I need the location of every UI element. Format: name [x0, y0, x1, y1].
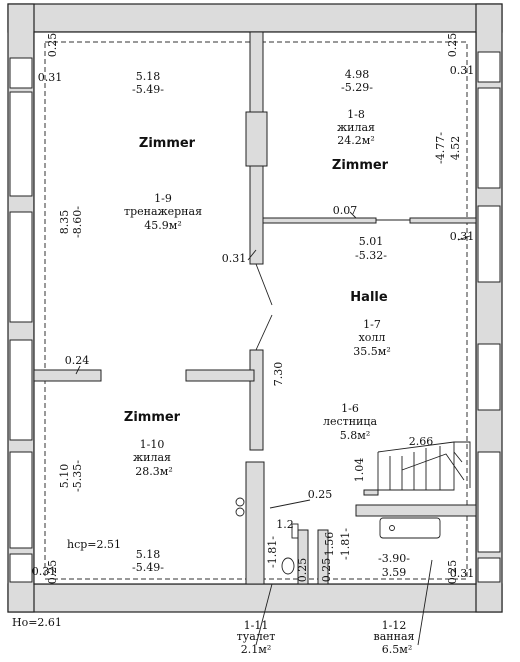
room-title: Halle	[350, 290, 388, 305]
room-name: жилая	[337, 121, 375, 134]
dim-label: 0.31	[32, 565, 57, 578]
room-1-7-label: Halle 1-7 холл 35.5м²	[350, 290, 390, 358]
room-name: лестница	[323, 415, 377, 428]
room-name: тренажерная	[124, 205, 202, 218]
room-id: 1-9	[154, 192, 172, 205]
dim-label: -1.81-	[266, 536, 279, 568]
leader-lines	[75, 211, 471, 646]
dim-label: 5.18	[136, 548, 161, 561]
dim-label: -8.60-	[71, 206, 84, 238]
dim-label: 1.2	[276, 518, 294, 531]
room-area: 28.3м²	[135, 465, 172, 478]
room-1-12-label: 1-12 ванная 6.5м²	[374, 619, 415, 656]
dimension-labels: 5.18 -5.49- 4.98 -5.29- 5.01 -5.32- 5.18…	[12, 64, 474, 629]
room-area: 5.8м²	[340, 429, 370, 442]
room-1-9-label: Zimmer 1-9 тренажерная 45.9м²	[124, 136, 202, 232]
dim-label: 0.25	[46, 33, 59, 58]
room-name: жилая	[133, 451, 171, 464]
dim-label: 0.25	[296, 558, 309, 583]
room-name: туалет	[237, 630, 276, 643]
dim-label: 0.31	[38, 71, 63, 84]
room-id: 1-7	[363, 318, 381, 331]
room-name: холл	[359, 331, 386, 344]
dim-label: 4.98	[345, 68, 370, 81]
room-id: 1-11	[244, 619, 269, 632]
dim-label: 0.24	[65, 354, 90, 367]
room-area: 6.5м²	[382, 643, 412, 656]
dim-label: 2.66	[409, 435, 434, 448]
dim-label: 7.30	[272, 362, 285, 387]
room-area: 35.5м²	[353, 345, 390, 358]
height-floor: Hо=2.61	[12, 616, 62, 629]
windows-left	[9, 57, 33, 583]
dim-label: -5.29-	[341, 81, 373, 94]
dim-label: 1.04	[353, 458, 366, 483]
room-area: 24.2м²	[337, 134, 374, 147]
dim-label: 0.25	[308, 488, 333, 501]
dim-label: -5.49-	[132, 561, 164, 574]
bath-fixture	[379, 517, 441, 539]
dim-label: 0.07	[333, 204, 358, 217]
toilet-fixture	[281, 523, 299, 575]
room-id: 1-10	[140, 438, 165, 451]
room-area: 45.9м²	[144, 219, 181, 232]
dim-label: 0.25	[46, 560, 59, 585]
dim-label: 1.56	[323, 532, 336, 557]
dim-label: -5.32-	[355, 249, 387, 262]
room-title: Zimmer	[124, 410, 181, 425]
room-title: Zimmer	[139, 136, 196, 151]
windows-right	[477, 51, 501, 583]
dim-label: 4.52	[449, 136, 462, 161]
dim-label: -4.77-	[434, 132, 447, 164]
door-swings	[235, 219, 410, 517]
room-id: 1-8	[347, 108, 365, 121]
room-1-8-label: 1-8 жилая 24.2м² Zimmer	[332, 108, 389, 173]
dim-label: 0.31	[450, 567, 475, 580]
height-clear: hср=2.51	[67, 538, 121, 551]
dim-label: 0.31	[222, 252, 247, 265]
staircase	[377, 441, 471, 491]
room-1-11-label: 1-11 туалет 2.1м²	[237, 619, 276, 656]
dim-label: 0.31	[450, 230, 475, 243]
dim-label: 5.01	[359, 235, 384, 248]
dim-label: 3.59	[382, 566, 407, 579]
room-name: ванная	[374, 630, 415, 643]
room-area: 2.1м²	[241, 643, 271, 656]
dim-label: -5.49-	[132, 83, 164, 96]
dim-label: 5.10	[58, 464, 71, 489]
dim-label: 8.35	[58, 210, 71, 235]
room-1-10-label: Zimmer 1-10 жилая 28.3м²	[124, 410, 181, 478]
room-1-6-label: 1-6 лестница 5.8м²	[323, 402, 377, 442]
rotated-dimension-labels: 0.25 0.25 8.35 -8.60- -4.77- 4.52 5.10 -…	[46, 33, 462, 585]
dim-label: 0.25	[446, 560, 459, 585]
partitions	[33, 31, 477, 585]
dim-label: 5.18	[136, 70, 161, 83]
dim-label: 0.25	[320, 558, 333, 583]
dim-label: 0.25	[446, 33, 459, 58]
room-id: 1-12	[382, 619, 407, 632]
dim-label: -3.90-	[378, 552, 410, 565]
room-id: 1-6	[341, 402, 359, 415]
dim-label: -1.81-	[339, 528, 352, 560]
room-title: Zimmer	[332, 158, 389, 173]
dim-label: 0.31	[450, 64, 475, 77]
dim-label: -5.35-	[71, 460, 84, 492]
